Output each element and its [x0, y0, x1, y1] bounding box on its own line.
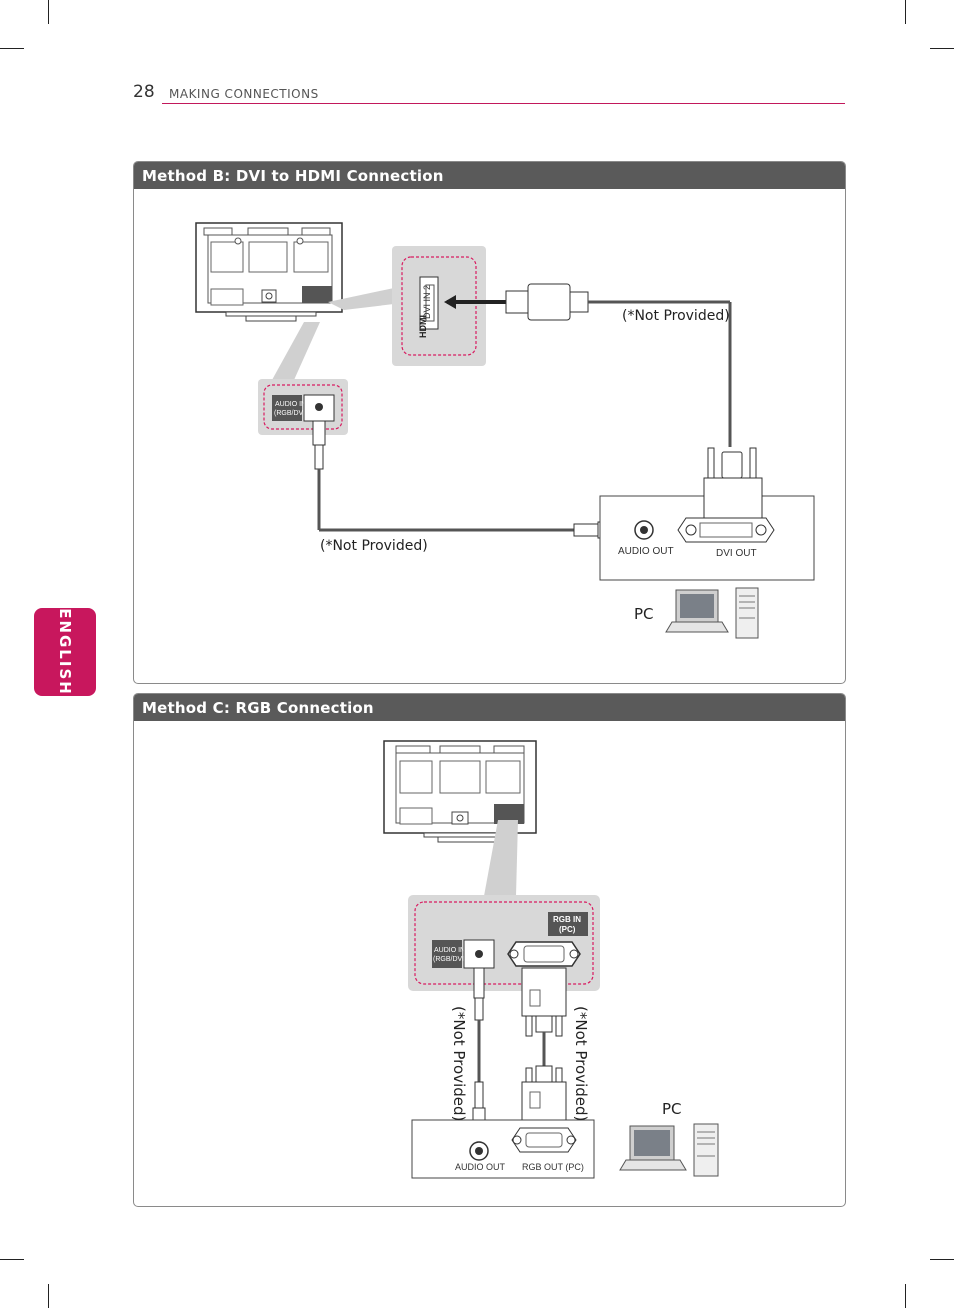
audio-in-callout: AUDIO IN (RGB/DVI)	[258, 379, 348, 435]
rgb-audio-port-callout: AUDIO IN (RGB/DVI) RGB IN (PC)	[408, 895, 600, 991]
laptop-icon	[619, 1125, 687, 1171]
method-b-diagram: DVI IN 2 HDMI AUDIO IN (RGB/DVI)	[195, 222, 815, 639]
tv-back-icon	[383, 740, 537, 843]
hdmi-cable-note: (*Not Provided)	[622, 308, 730, 324]
audio-cable-note: (*Not Provided)	[450, 1006, 468, 1122]
header-rule	[162, 103, 845, 104]
hdmi-logo-icon: HDMI	[418, 315, 428, 338]
pc-audio-out-label: AUDIO OUT	[618, 546, 674, 557]
rgb-in-label: RGB IN	[553, 915, 581, 924]
rgb-cable-note: (*Not Provided)	[572, 1006, 590, 1122]
laptop-icon	[665, 589, 729, 633]
rgb-cable	[521, 967, 567, 1129]
hdmi-port-callout: DVI IN 2 HDMI	[392, 246, 486, 366]
method-b-title: Method B: DVI to HDMI Connection	[134, 162, 845, 189]
tv-back-icon	[195, 222, 343, 322]
audio-in-label: AUDIO IN	[275, 401, 306, 408]
method-c-title: Method C: RGB Connection	[134, 694, 845, 721]
crop-mark	[48, 0, 49, 24]
pc-rgb-out-label: RGB OUT (PC)	[522, 1162, 584, 1172]
crop-mark	[0, 48, 24, 49]
crop-mark	[48, 1284, 49, 1308]
language-tab: ENGLISH	[34, 608, 96, 696]
crop-mark	[930, 48, 954, 49]
method-c-panel: Method C: RGB Connection AUDIO IN	[133, 693, 846, 1207]
page-number: 28	[133, 82, 155, 102]
pc-back-panel: AUDIO OUT RGB OUT (PC)	[411, 1119, 595, 1179]
audio-cable	[312, 420, 636, 539]
pc-dvi-out-label: DVI OUT	[716, 548, 757, 559]
crop-mark	[0, 1259, 24, 1260]
pc-audio-out-label: AUDIO OUT	[455, 1162, 506, 1172]
hdmi-plug-arrow	[444, 283, 732, 447]
dvi-plug	[703, 447, 763, 519]
pc-label: PC	[634, 605, 654, 623]
hdmi-port-label: DVI IN 2	[422, 285, 432, 319]
audio-cable	[472, 967, 486, 1139]
desktop-tower-icon	[693, 1123, 719, 1177]
method-c-diagram: AUDIO IN (RGB/DVI) RGB IN (PC)	[383, 740, 719, 1179]
pc-back-panel: AUDIO OUT DVI OUT	[599, 495, 815, 581]
rgb-in-sublabel: (PC)	[559, 925, 576, 934]
crop-mark	[905, 1284, 906, 1308]
method-b-panel: Method B: DVI to HDMI Connection	[133, 161, 846, 684]
desktop-tower-icon	[735, 587, 759, 639]
language-tab-label: ENGLISH	[56, 608, 75, 696]
crop-mark	[905, 0, 906, 24]
audio-in-label: AUDIO IN	[434, 947, 465, 954]
audio-in-sublabel: (RGB/DVI)	[433, 956, 466, 963]
section-title: MAKING CONNECTIONS	[169, 87, 319, 101]
audio-cable-note: (*Not Provided)	[320, 538, 428, 554]
pc-label: PC	[662, 1100, 682, 1118]
crop-mark	[930, 1259, 954, 1260]
audio-in-sublabel: (RGB/DVI)	[274, 410, 307, 417]
